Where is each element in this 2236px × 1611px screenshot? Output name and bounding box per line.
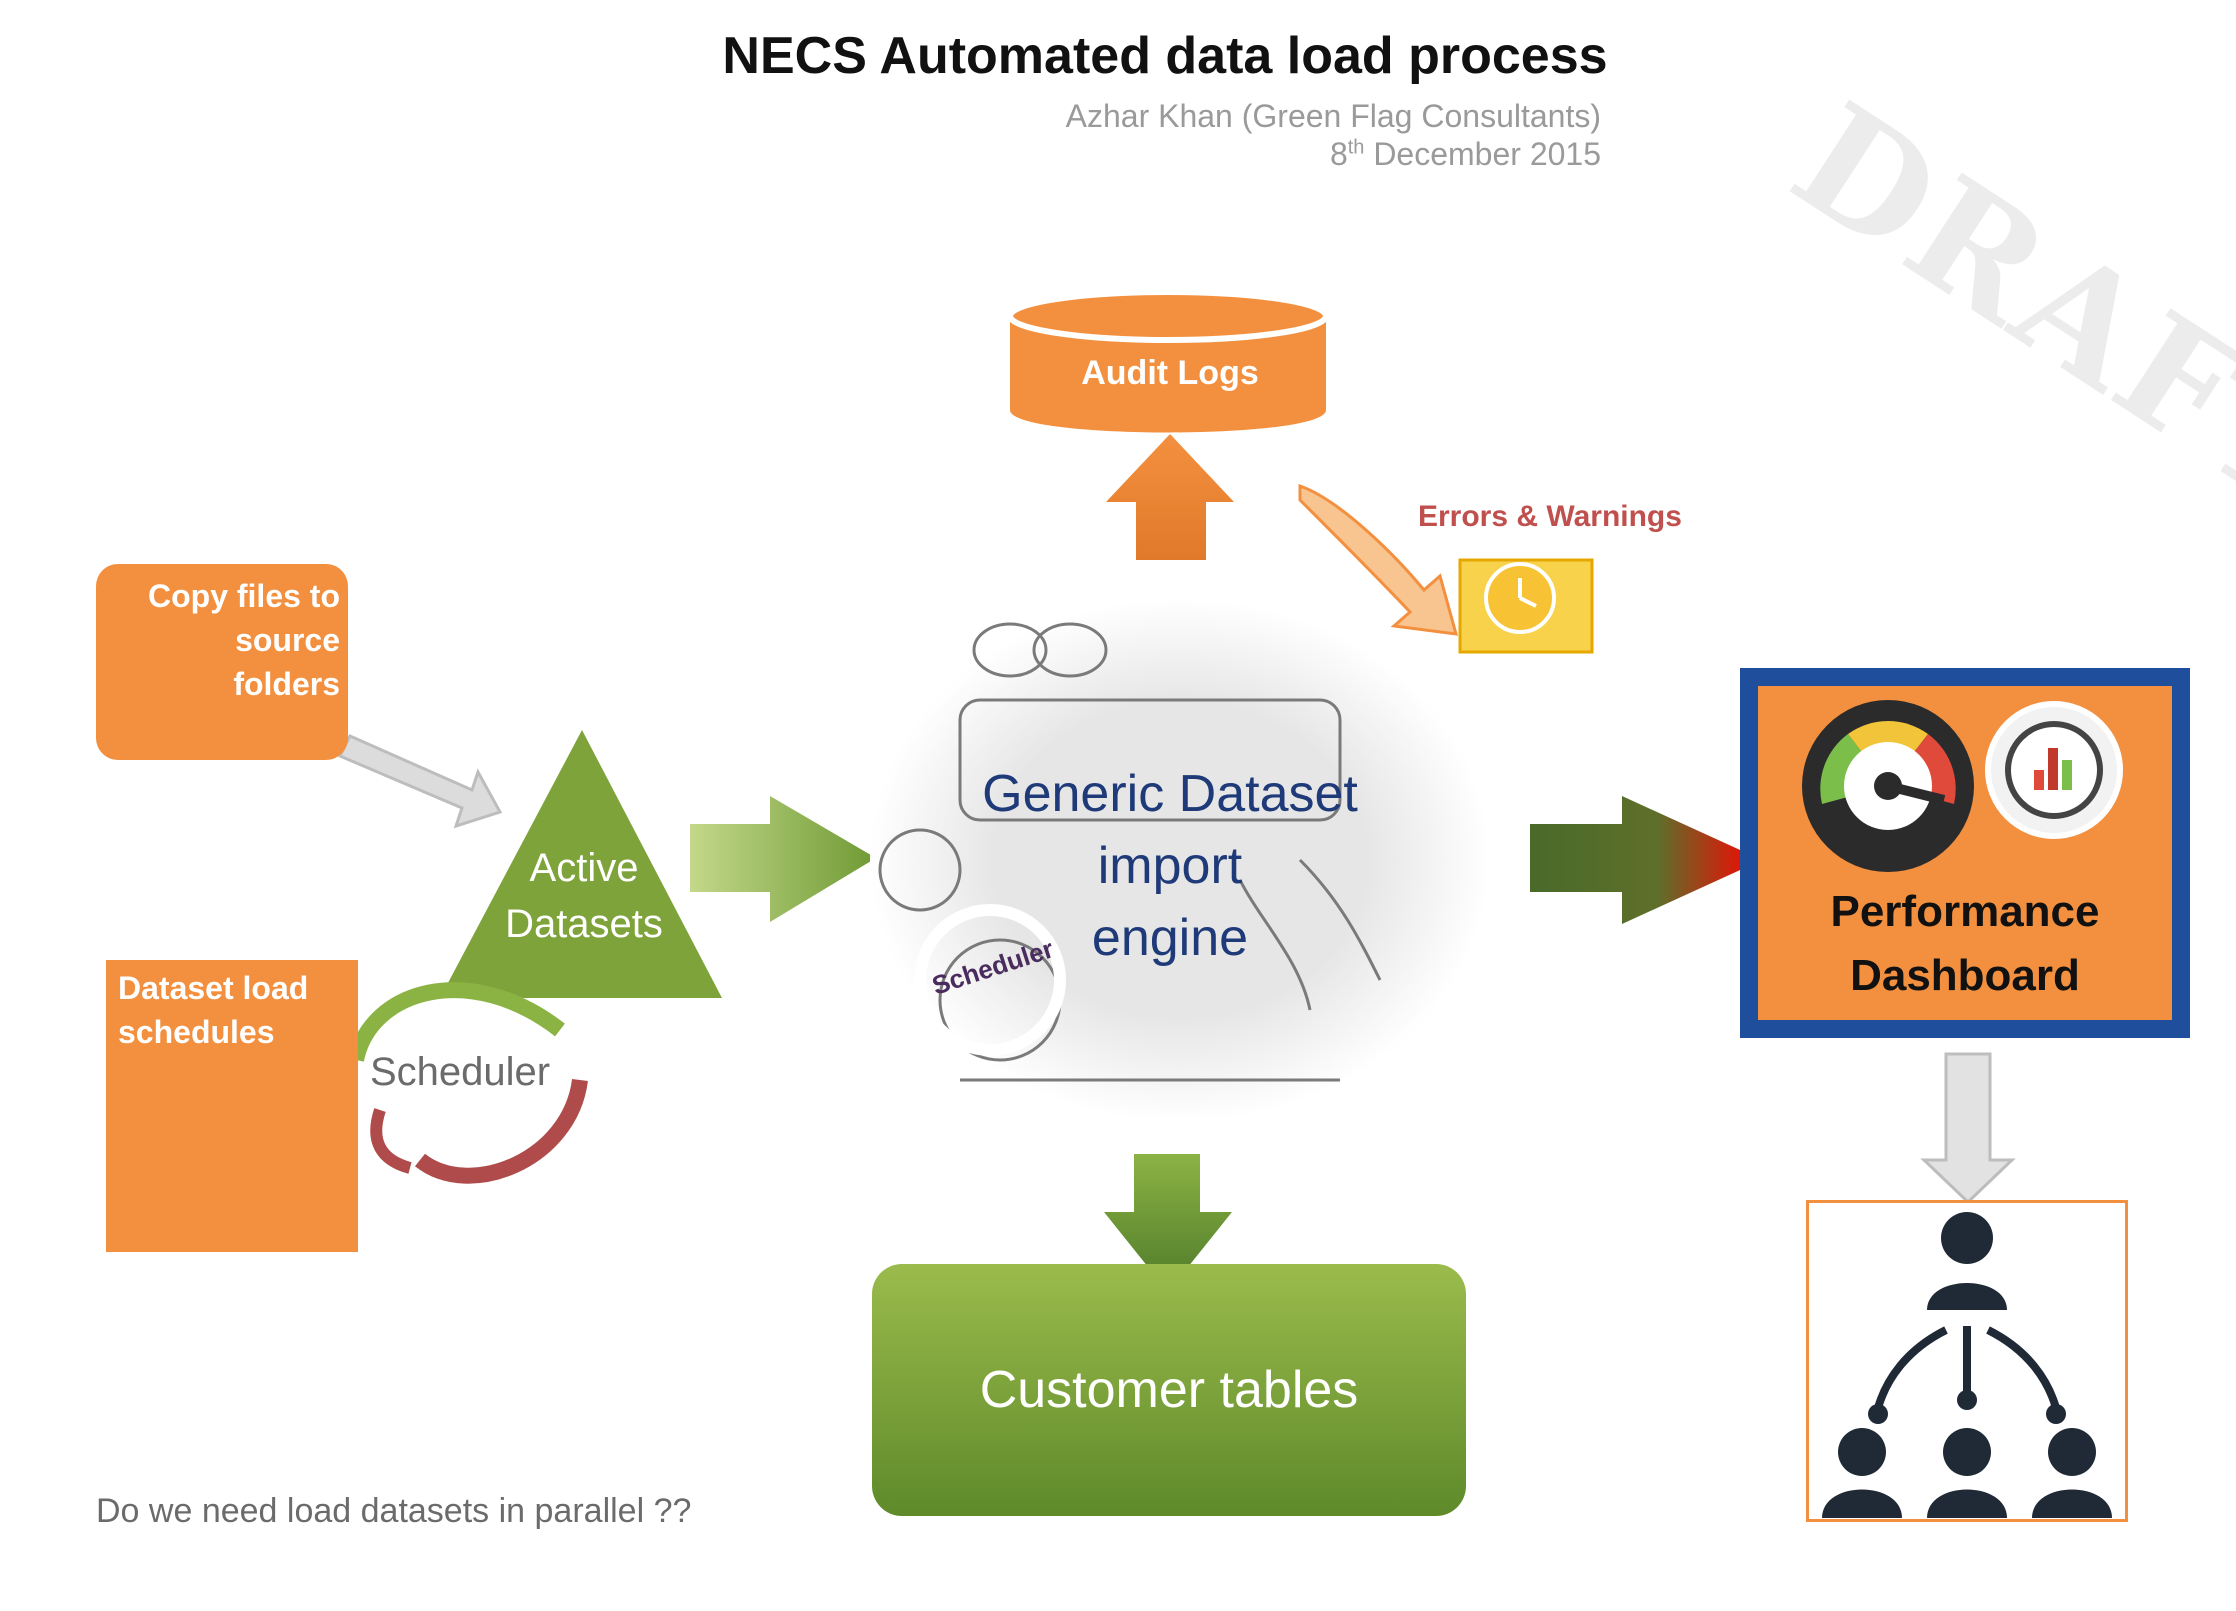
- diagram-title: NECS Automated data load process: [722, 27, 1608, 85]
- active-datasets-label: Active Datasets: [470, 840, 698, 952]
- date-day: 8: [1329, 136, 1348, 172]
- dashboard-to-users-arrow: [1920, 1052, 2016, 1205]
- performance-dashboard-label: Performance Dashboard: [1758, 880, 2172, 1008]
- copy-files-line-1: Copy files to: [147, 578, 340, 614]
- scheduler-arc-red: [415, 1078, 588, 1184]
- active-to-engine-arrow: [690, 796, 876, 922]
- customer-tables-box: [872, 1264, 1466, 1516]
- date-suffix: th: [1347, 136, 1365, 159]
- engine-line-1: Generic Dataset: [982, 765, 1358, 823]
- engine-to-dashboard-arrow: [1530, 796, 1762, 924]
- scheduler-arc-red-left: [370, 1108, 412, 1174]
- engine-line-2: import: [1097, 837, 1243, 895]
- performance-line-1: Performance: [1830, 887, 2100, 936]
- errors-arrow: [1298, 483, 1459, 636]
- engine-line-3: engine: [1091, 909, 1249, 967]
- copy-files-line-3: folders: [233, 666, 340, 702]
- engine-scheduler-ring: [914, 904, 1066, 1056]
- audit-logs-label: Audit Logs: [1081, 354, 1259, 392]
- copy-files-label: Copy files to source folders: [100, 574, 340, 706]
- errors-warnings-label: Errors & Warnings: [1418, 500, 1682, 533]
- author-line: Azhar Khan (Green Flag Consultants): [1065, 98, 1601, 134]
- active-datasets-triangle: [440, 730, 722, 998]
- footer-question: Do we need load datasets in parallel ??: [96, 1492, 692, 1530]
- date-line: 8th December 2015: [1330, 136, 1601, 173]
- users-hierarchy-icon: [1822, 1212, 2112, 1518]
- audit-logs-cylinder: [1010, 316, 1326, 433]
- scheduler-label: Scheduler: [370, 1050, 551, 1094]
- performance-line-2: Dashboard: [1850, 951, 2080, 1000]
- engine-label: Generic Dataset import engine: [930, 758, 1410, 974]
- engine-image: [870, 598, 1490, 1122]
- active-line-1: Active: [529, 846, 639, 890]
- audit-logs-top: [1007, 289, 1329, 343]
- engine-to-audit-arrow: [1106, 434, 1234, 560]
- copy-files-box: [96, 564, 348, 760]
- dataset-schedules-box: [106, 960, 358, 1252]
- active-line-2: Datasets: [505, 902, 663, 946]
- dataset-schedules-label: Dataset load schedules: [118, 966, 308, 1054]
- copy-arrow: [337, 734, 503, 829]
- schedules-line-1: Dataset load: [118, 970, 309, 1006]
- copy-files-line-2: source: [235, 622, 340, 658]
- customer-tables-label: Customer tables: [979, 1361, 1359, 1419]
- scheduler-arc-green: [348, 982, 565, 1062]
- outlook-clock-hands: [1518, 578, 1537, 608]
- engine-sketch: [878, 622, 1382, 1082]
- schedules-line-2: schedules: [118, 1014, 275, 1050]
- dashboard-icons: [1802, 700, 2123, 872]
- engine-to-customer-arrow: [1104, 1154, 1232, 1292]
- date-rest: December 2015: [1364, 136, 1601, 172]
